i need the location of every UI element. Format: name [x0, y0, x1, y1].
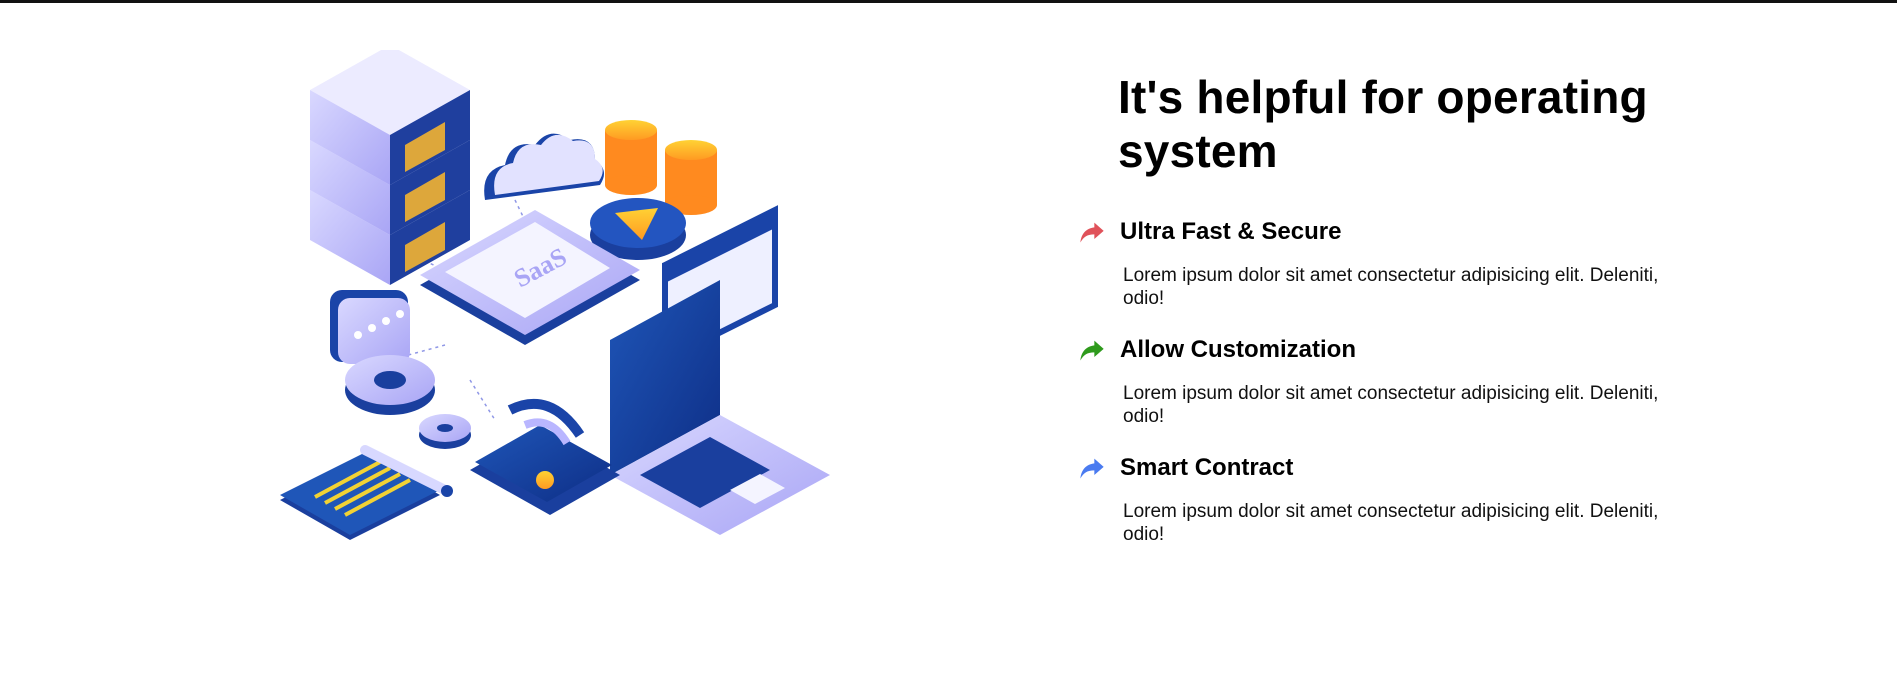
- laptop-icon: [610, 280, 830, 535]
- feature-title: Allow Customization: [1120, 336, 1356, 363]
- share-arrow-icon: [1080, 222, 1104, 243]
- share-arrow-icon: [1080, 340, 1104, 361]
- section-heading: It's helpful for operating system: [1118, 71, 1648, 177]
- play-disk-icon: [590, 198, 686, 260]
- phone-icon: [470, 398, 620, 515]
- feature-description: Lorem ipsum dolor sit amet consectetur a…: [1123, 265, 1659, 309]
- cloud-icon: [484, 133, 604, 200]
- feature-content: It's helpful for operating system Ultra …: [1078, 70, 1698, 568]
- feature-description: Lorem ipsum dolor sit amet consectetur a…: [1123, 383, 1659, 427]
- feature-title: Smart Contract: [1120, 454, 1294, 481]
- saas-illustration: SaaS: [280, 50, 830, 540]
- notepad-icon: [280, 445, 453, 540]
- feature-description: Lorem ipsum dolor sit amet consectetur a…: [1123, 501, 1659, 545]
- saas-platform: SaaS: [420, 210, 640, 345]
- feature-item: Ultra Fast & Secure Lorem ipsum dolor si…: [1078, 214, 1698, 310]
- gears-icon: [345, 355, 471, 449]
- feature-title: Ultra Fast & Secure: [1120, 218, 1342, 245]
- server-stack-icon: [310, 50, 470, 285]
- chat-bubble-icon: [330, 290, 410, 364]
- feature-item: Allow Customization Lorem ipsum dolor si…: [1078, 332, 1698, 428]
- top-border: [0, 0, 1897, 3]
- feature-item: Smart Contract Lorem ipsum dolor sit ame…: [1078, 450, 1698, 546]
- share-arrow-icon: [1080, 458, 1104, 479]
